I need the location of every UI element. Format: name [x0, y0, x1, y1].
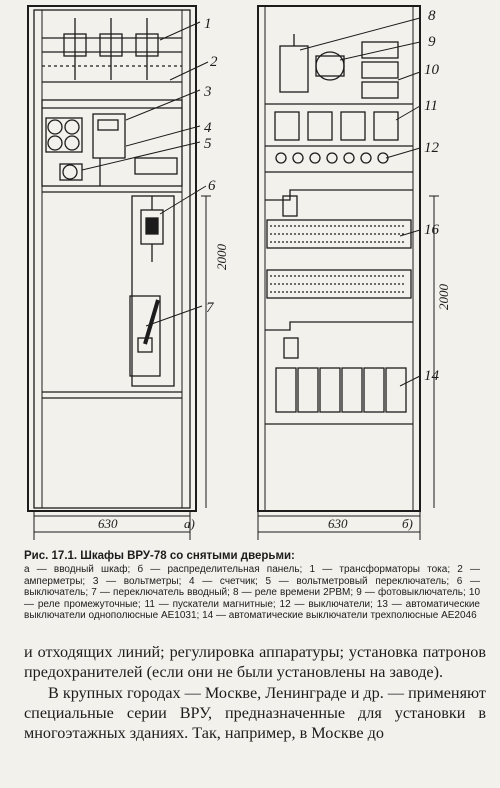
magnetic-starters: [274, 111, 399, 141]
time-relay: [279, 34, 309, 93]
photo-switch: [315, 51, 345, 81]
paragraph-2: В крупных городах — Москве, Ленинграде и…: [24, 683, 486, 743]
three-pole-breakers: [275, 367, 407, 413]
callout-4: 4: [204, 120, 212, 136]
cabinet-figure: 1 2 3 4 5 6 7 8 9 10 11 12 16 14 2000 20…: [27, 5, 451, 540]
voltmeter-switch: [59, 157, 178, 181]
callout-11: 11: [424, 98, 438, 114]
height-dimension-left: 2000: [214, 244, 229, 271]
callout-8: 8: [428, 8, 436, 24]
callout-9: 9: [428, 34, 436, 50]
paragraph-1: и отходящих линий; регулировка аппаратур…: [24, 643, 486, 682]
callout-3: 3: [203, 84, 212, 100]
ammeters: [45, 117, 83, 153]
callout-1: 1: [204, 16, 212, 32]
height-dimension-right: 2000: [436, 284, 451, 311]
panel-label-right: б): [402, 516, 413, 531]
width-dimension-right: 630: [328, 516, 348, 531]
callout-7: 7: [206, 300, 215, 316]
body-text: и отходящих линий; регулировка аппаратур…: [24, 642, 486, 743]
intermediate-relays: [361, 41, 399, 99]
callout-14: 14: [424, 368, 440, 384]
meter-box: [92, 113, 126, 159]
callout-16: 16: [424, 222, 440, 238]
input-switch: [129, 295, 161, 377]
current-transformers: [63, 18, 159, 80]
distribution-panel-drawing: [257, 5, 439, 540]
caption-legend: а — вводный шкаф; б — распределительная …: [24, 564, 480, 622]
switches-row: [275, 152, 389, 164]
callout-10: 10: [424, 62, 440, 78]
breaker-6: [140, 196, 164, 262]
callout-12: 12: [424, 140, 440, 156]
width-dimension-left: 630: [98, 516, 118, 531]
panel-label-left: а): [184, 516, 195, 531]
figure-caption: Рис. 17.1. Шкафы ВРУ-78 со снятыми дверь…: [24, 550, 480, 622]
callout-6: 6: [208, 178, 216, 194]
single-pole-breakers: [266, 219, 412, 299]
caption-title: Рис. 17.1. Шкафы ВРУ-78 со снятыми дверь…: [24, 550, 295, 562]
input-cabinet-drawing: [27, 5, 211, 540]
callout-5: 5: [204, 136, 212, 152]
callout-2: 2: [210, 54, 218, 70]
